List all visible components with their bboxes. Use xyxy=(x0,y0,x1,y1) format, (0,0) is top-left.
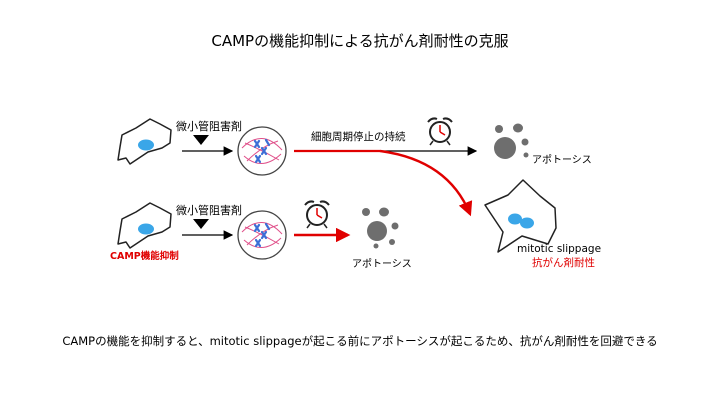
interphase-cell-top xyxy=(117,118,172,165)
interphase-cell-bottom xyxy=(117,202,172,249)
slide-title: CAMPの機能抑制による抗がん剤耐性の克服 xyxy=(211,32,509,50)
apoptosis-label-bottom: アポトーシス xyxy=(352,258,412,270)
alarm-clock-icon-bottom xyxy=(304,200,330,229)
mitotic-cell-bottom xyxy=(237,210,287,260)
microtubule-inhibitor-label-bottom: 微小管阻害剤 xyxy=(176,203,242,217)
drug-resistance-label: 抗がん剤耐性 xyxy=(532,256,595,269)
camp-inhibition-label: CAMP機能抑制 xyxy=(110,250,179,262)
apoptotic-cell-bottom xyxy=(362,207,399,249)
mitotic-cell-top xyxy=(237,126,287,176)
conclusion-text: CAMPの機能を抑制すると、mitotic slippageが起こる前にアポトー… xyxy=(62,334,658,348)
mitotic-slippage-label: mitotic slippage xyxy=(517,243,601,255)
drug-triangle-bottom xyxy=(193,219,209,229)
apoptotic-cell-top xyxy=(494,123,529,159)
mitotic-arrest-label: 細胞周期停止の持続 xyxy=(311,130,406,143)
apoptosis-label-top: アポトーシス xyxy=(532,154,592,166)
alarm-clock-icon-top xyxy=(427,117,453,146)
microtubule-inhibitor-label-top: 微小管阻害剤 xyxy=(176,119,242,133)
mitotic-slippage-arrow xyxy=(379,149,473,217)
drug-triangle-top xyxy=(193,135,209,145)
slipped-cell xyxy=(484,179,557,253)
